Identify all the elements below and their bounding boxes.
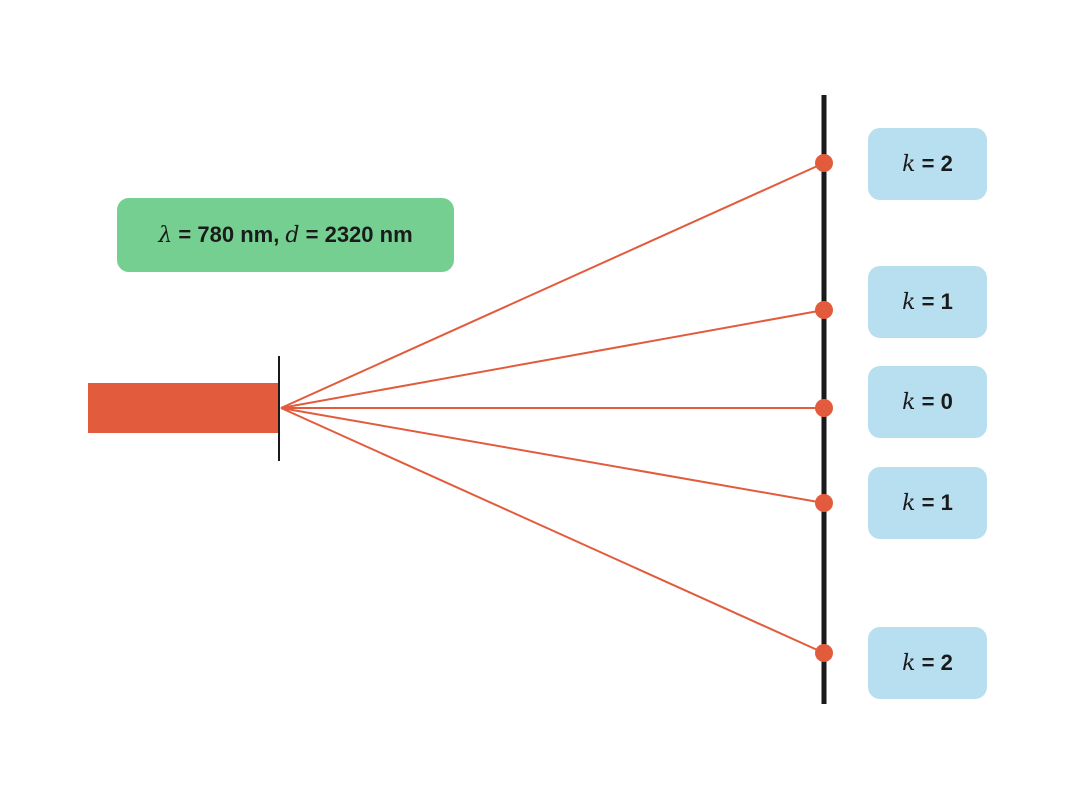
- order-label-2-bottom: k = 2: [868, 627, 987, 699]
- order-variable: k: [902, 650, 916, 676]
- spot-order-2-bottom: [815, 644, 833, 662]
- order-label-0: k = 0: [868, 366, 987, 438]
- order-equals: =: [915, 490, 941, 515]
- order-value: 0: [940, 389, 953, 414]
- ray-order-1-top: [280, 309, 825, 409]
- laser-beam: [88, 383, 279, 433]
- order-value: 1: [940, 289, 953, 314]
- order-value: 1: [940, 490, 953, 515]
- spot-order-1-top: [815, 301, 833, 319]
- order-variable: k: [902, 289, 916, 315]
- d-symbol: d: [285, 222, 300, 248]
- order-label-2-top: k = 2: [868, 128, 987, 200]
- parameters-label: λ = 780 nm, d = 2320 nm: [117, 198, 454, 272]
- order-equals: =: [915, 151, 941, 176]
- spot-order-1-bottom: [815, 494, 833, 512]
- order-label-1-bottom: k = 1: [868, 467, 987, 539]
- ray-order-1-bottom: [280, 407, 825, 504]
- order-equals: =: [915, 389, 941, 414]
- lambda-symbol: λ: [158, 222, 173, 248]
- ray-order-2-top: [280, 162, 825, 409]
- lambda-value: = 780 nm,: [172, 222, 286, 247]
- order-value: 2: [940, 650, 953, 675]
- order-label-1-top: k = 1: [868, 266, 987, 338]
- d-value: = 2320 nm: [299, 222, 413, 247]
- spot-order-2-top: [815, 154, 833, 172]
- order-equals: =: [915, 289, 941, 314]
- ray-order-2-bottom: [280, 407, 825, 654]
- order-equals: =: [915, 650, 941, 675]
- order-variable: k: [902, 389, 916, 415]
- order-variable: k: [902, 490, 916, 516]
- spot-order-0: [815, 399, 833, 417]
- order-variable: k: [902, 151, 916, 177]
- order-value: 2: [940, 151, 953, 176]
